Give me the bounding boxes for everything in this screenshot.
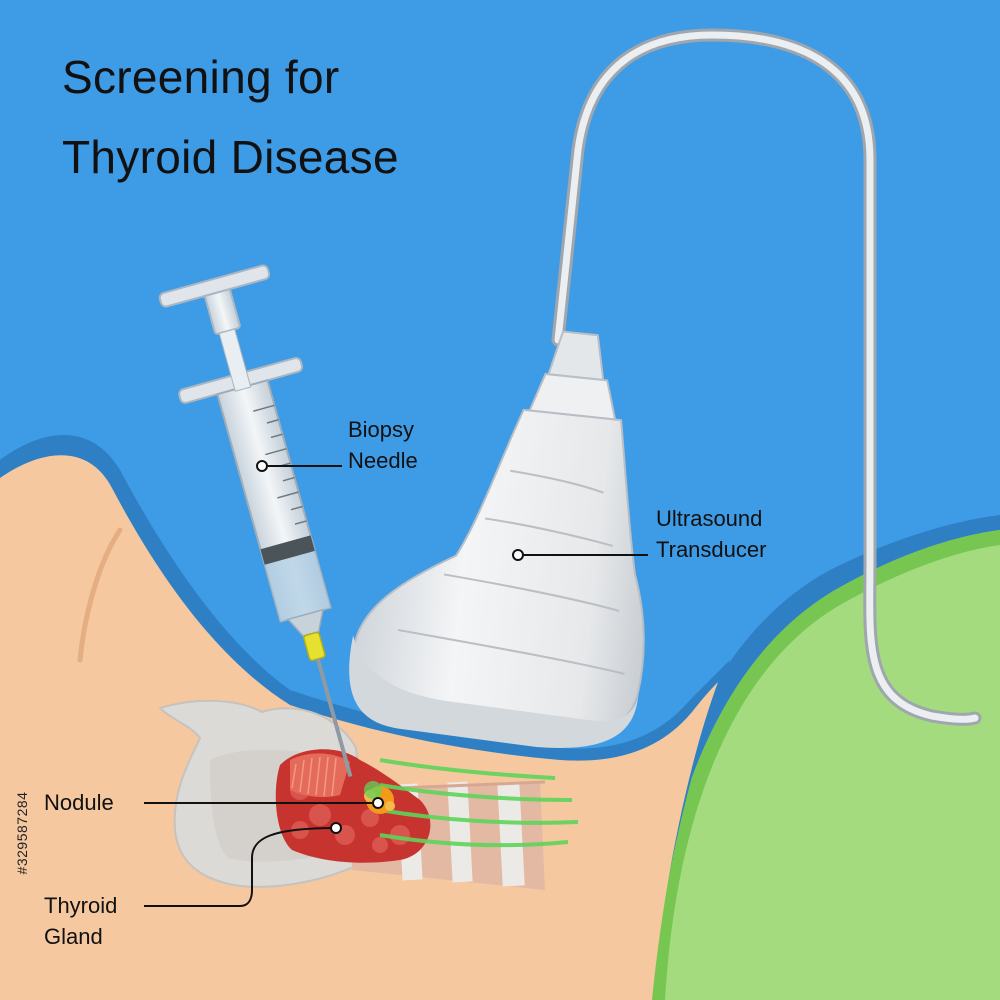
leader-dots	[256, 460, 524, 834]
label-biopsy-needle-line1: Biopsy	[348, 417, 415, 442]
label-biopsy-needle-line2: Needle	[348, 448, 418, 473]
label-ultrasound-transducer: Ultrasound Transducer	[656, 503, 766, 565]
stock-id: #329587284	[14, 791, 30, 875]
thyroid-muscle-fibers	[291, 756, 337, 797]
needle-tip-glow	[364, 781, 382, 799]
label-ultrasound-transducer-line1: Ultrasound	[656, 506, 763, 531]
leader-lines	[144, 465, 648, 907]
title-line-1: Screening for	[62, 51, 340, 103]
ultrasound-transducer	[349, 330, 645, 748]
chin-crease	[77, 527, 123, 663]
shoulder	[648, 530, 1000, 1000]
label-thyroid-gland-line1: Thyroid	[44, 893, 118, 918]
label-thyroid-gland: Thyroid Gland	[44, 890, 117, 952]
label-biopsy-needle: Biopsy Needle	[348, 414, 418, 476]
title-line-2: Thyroid Disease	[62, 131, 399, 183]
transducer-cable-highlight	[554, 31, 979, 723]
syringe	[158, 264, 353, 778]
ultrasound-waves	[379, 758, 579, 848]
label-ultrasound-transducer-line2: Transducer	[656, 537, 767, 562]
label-nodule: Nodule	[44, 790, 114, 815]
label-thyroid-gland-line2: Gland	[44, 924, 103, 949]
